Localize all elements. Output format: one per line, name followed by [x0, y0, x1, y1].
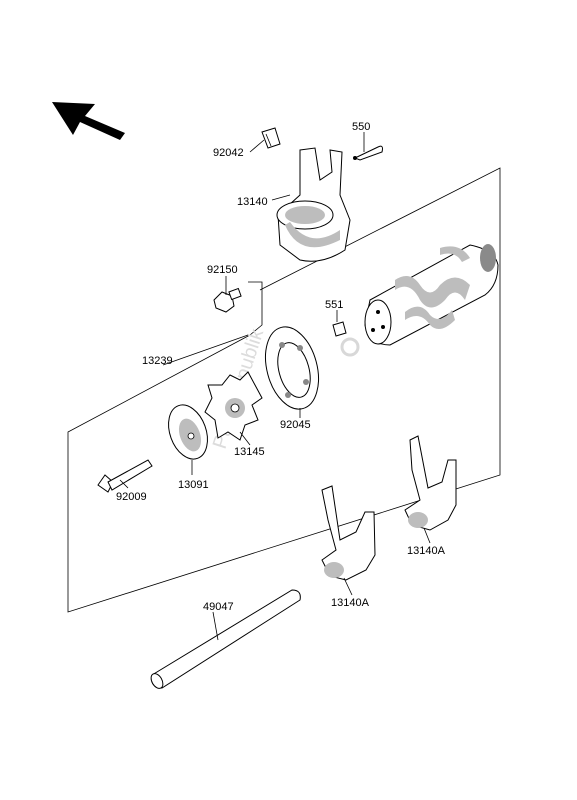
shaft-49047[interactable]	[149, 589, 301, 690]
shift-fork-13140A-left[interactable]	[321, 485, 376, 581]
label-13145: 13145	[234, 446, 265, 458]
label-13140A-left: 13140A	[331, 597, 370, 609]
label-13091: 13091	[178, 479, 209, 491]
watermark-gear-icon	[340, 337, 360, 357]
bolt-92150[interactable]	[213, 287, 242, 313]
bearing-92045[interactable]	[257, 321, 327, 415]
label-92042: 92042	[213, 147, 244, 159]
label-92150: 92150	[207, 264, 238, 276]
label-550: 550	[352, 121, 370, 133]
star-plate-13145[interactable]	[204, 371, 263, 441]
label-13140A-right: 13140A	[407, 545, 446, 557]
label-49047: 49047	[203, 601, 234, 613]
shift-drum[interactable]	[364, 244, 499, 346]
screw-92009[interactable]	[97, 459, 153, 493]
label-13239: 13239	[142, 355, 173, 367]
front-arrow-icon	[52, 102, 125, 140]
shift-fork-13140A-right[interactable]	[404, 435, 457, 531]
washer-13091[interactable]	[162, 400, 215, 465]
label-551: 551	[325, 299, 343, 311]
leader-lines	[119, 132, 431, 641]
pin-92042[interactable]	[261, 127, 281, 149]
pin-551[interactable]	[332, 321, 347, 337]
label-13140: 13140	[237, 196, 268, 208]
shift-fork-13140[interactable]	[276, 147, 351, 262]
assembly-outline	[67, 167, 501, 613]
cotter-pin-550[interactable]	[353, 145, 383, 161]
label-92045: 92045	[280, 419, 311, 431]
label-92009: 92009	[116, 491, 147, 503]
